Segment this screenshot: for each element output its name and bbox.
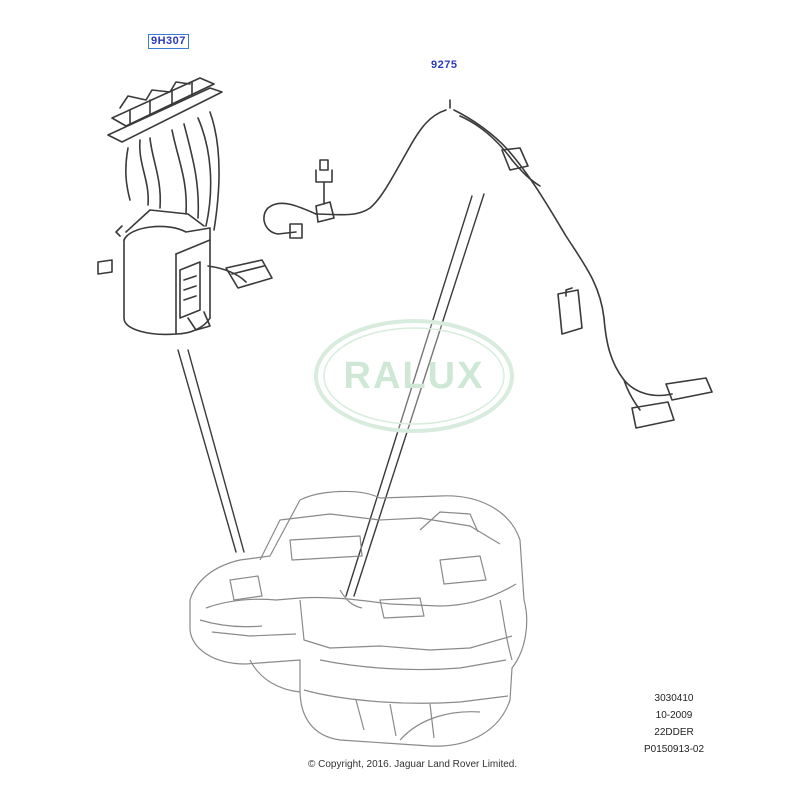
leader-lines [177,193,485,597]
reference-codes: 3030410 10-2009 22DDER P0150913-02 [632,690,716,758]
callout-fuel-pump-module[interactable]: 9H307 [148,34,189,49]
fuel-pump-module [97,77,273,336]
reference-code: 22DDER [654,727,694,738]
fuel-tank [189,490,528,747]
callout-wiring-harness[interactable]: 9275 [431,59,458,71]
reference-code: P0150913-02 [643,744,705,755]
watermark: RALUX [313,318,515,434]
reference-code: 3030410 [654,693,694,704]
wiring-harness [263,99,713,429]
watermark-text: RALUX [343,355,485,397]
reference-code: 10-2009 [655,710,693,721]
watermark-oval [314,319,514,433]
copyright-notice: © Copyright, 2016. Jaguar Land Rover Lim… [308,759,518,770]
